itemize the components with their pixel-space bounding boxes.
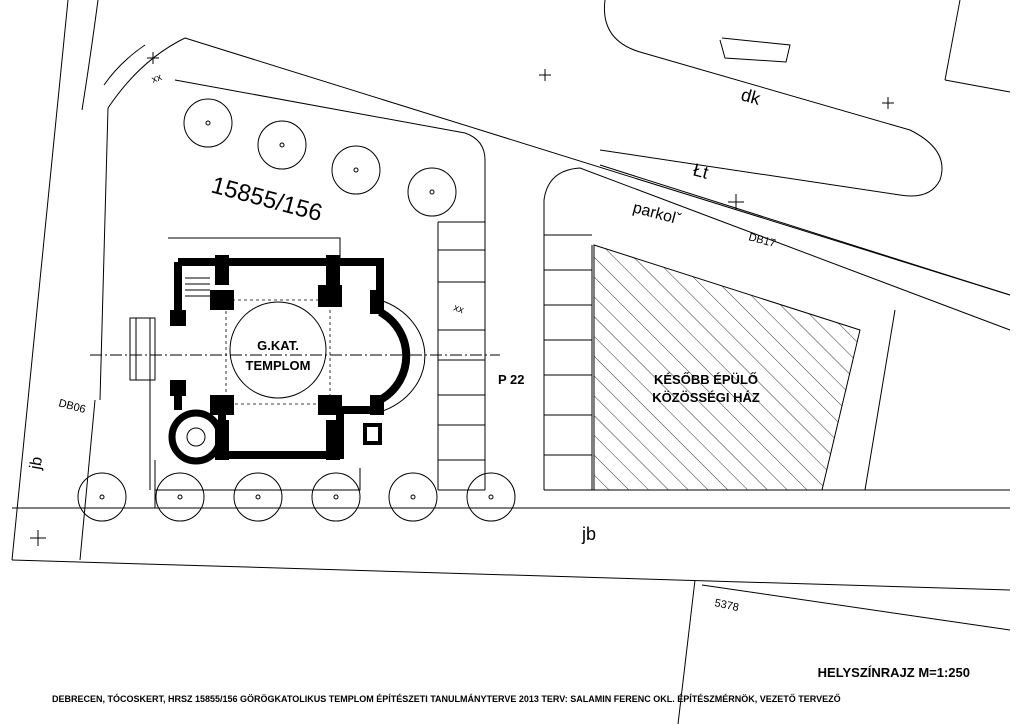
scale-title: HELYSZÍNRAJZ M=1:250: [818, 665, 970, 680]
jb-bottom-label: jb: [581, 524, 596, 544]
future-building-label-2: KÖZÖSSÉGI HÁZ: [652, 390, 760, 405]
church-label-1: G.KAT.: [257, 338, 299, 353]
tree-icon: [388, 472, 438, 522]
survey-crosses: [30, 52, 894, 546]
trees: [77, 98, 516, 522]
tree-icon: [407, 167, 457, 217]
church-building: [129, 237, 426, 491]
parcel-5378-label: 5378: [713, 597, 739, 614]
street-dk-label: dk: [739, 85, 764, 109]
future-building-area: [593, 244, 861, 491]
db06-label: DB06: [57, 397, 87, 416]
road-outlines: [11, 0, 1011, 724]
footer-caption: DEBRECEN, TÓCOSKERT, HRSZ 15855/156 GÖRÖ…: [52, 693, 841, 704]
church-label-2: TEMPLOM: [246, 358, 311, 373]
tree-icon: [233, 472, 283, 522]
parking-stalls-left: [438, 221, 485, 491]
xx-parking-label: xx: [452, 302, 465, 316]
future-building-label-1: KÉSŐBB ÉPÜLŐ: [654, 372, 758, 387]
db17-label: DB17: [747, 231, 777, 250]
tree-icon: [155, 472, 205, 522]
tree-icon: [331, 145, 381, 195]
tree-icon: [77, 472, 127, 522]
tree-icon: [257, 120, 307, 170]
parking-stalls-right: [544, 234, 593, 491]
jb-left-label: jb: [27, 455, 46, 471]
tree-icon: [466, 472, 516, 522]
p22-label: P 22: [498, 372, 525, 387]
xx-top-label: xx: [150, 72, 163, 86]
parcel-number-label: 15855/156: [208, 172, 325, 227]
tree-icon: [311, 472, 361, 522]
street-lt-label: Łt: [691, 160, 711, 183]
tree-icon: [183, 98, 233, 148]
